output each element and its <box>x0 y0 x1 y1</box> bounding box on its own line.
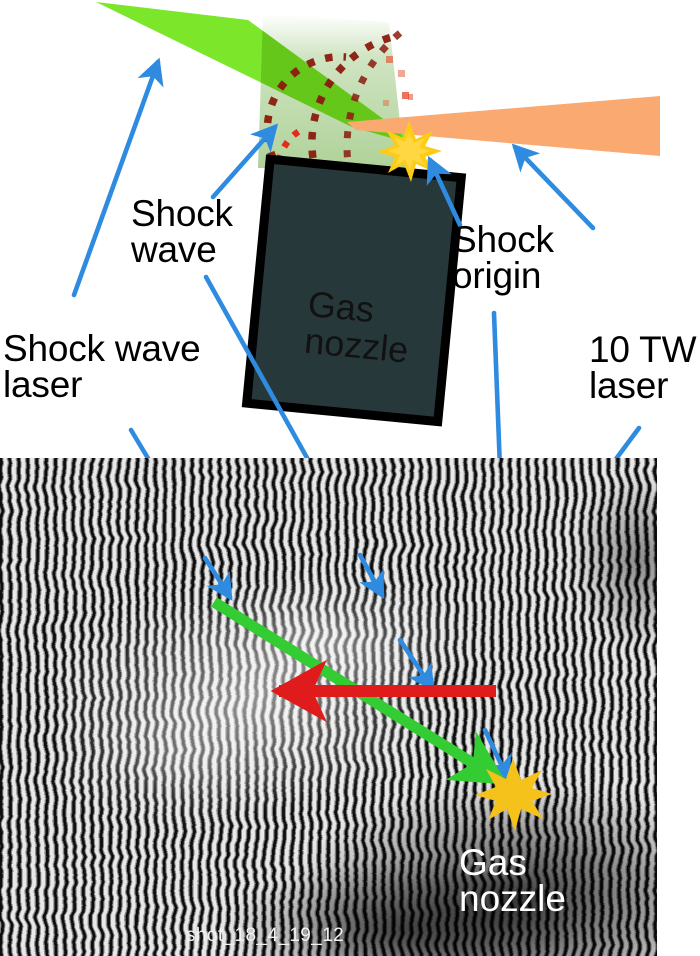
nozzle-shadow <box>220 470 657 956</box>
photo-shock-origin-starburst <box>475 758 552 831</box>
pointer-shock-wave <box>210 123 279 200</box>
photo-content <box>0 458 657 956</box>
beam-plume-overlap <box>258 14 405 146</box>
pointer-head-tw-laser <box>397 637 435 692</box>
pointer-tw-laser <box>511 143 596 231</box>
shock-wave-arc-outer <box>343 30 403 177</box>
10-tw-laser-beam <box>347 96 660 156</box>
gas-nozzle-block <box>241 154 467 427</box>
pointer-head-shock-wave <box>357 552 385 600</box>
pointer-shock-wave-laser <box>71 57 164 298</box>
pointer-shock-origin <box>426 155 463 228</box>
shock-luminosity <box>50 570 480 830</box>
shock-arc-fragments <box>383 56 413 106</box>
shock-wave-arcs <box>263 32 397 178</box>
shock-origin-starburst <box>377 121 442 182</box>
pointer-head-shock-wave-laser <box>202 555 233 601</box>
